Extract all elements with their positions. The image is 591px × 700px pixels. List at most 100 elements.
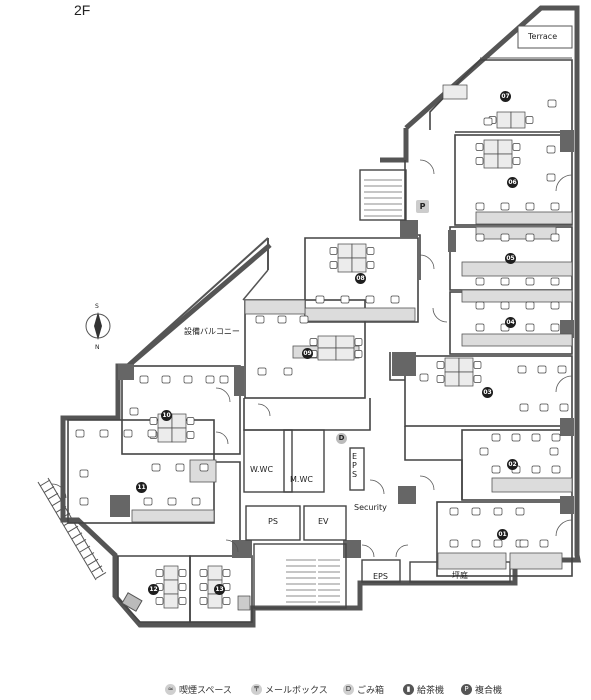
chair (155, 569, 164, 577)
room-number-12[interactable]: 12 (148, 584, 159, 595)
desk (496, 111, 512, 129)
room-number-06[interactable]: 06 (507, 177, 518, 188)
chair (151, 463, 161, 472)
chair (436, 375, 445, 383)
chair (149, 417, 158, 425)
desk (163, 565, 179, 581)
chair (475, 323, 485, 332)
chair (299, 315, 309, 324)
desk (335, 335, 355, 349)
stair-step (71, 532, 83, 540)
chair (139, 375, 149, 384)
room-number-07[interactable]: 07 (500, 91, 511, 102)
ev-label: EV (318, 517, 329, 526)
legend-copier: P 複合機 (461, 683, 502, 696)
exterior-stairs (37, 477, 107, 581)
room-number-08[interactable]: 08 (355, 273, 366, 284)
stair-step (91, 565, 103, 573)
desk (207, 565, 223, 581)
chair (525, 277, 535, 286)
terrace (517, 25, 573, 49)
chair (475, 202, 485, 211)
chair (277, 315, 287, 324)
chair (419, 373, 429, 382)
mens-wc-label: M.WC (290, 475, 313, 484)
desk (337, 243, 353, 259)
room-number-10[interactable]: 10 (161, 410, 172, 421)
stair-step (39, 479, 51, 487)
room-number-01[interactable]: 01 (497, 529, 508, 540)
chair (199, 583, 208, 591)
chair (147, 429, 157, 438)
core (243, 169, 511, 609)
stair-step (55, 505, 67, 513)
chair (186, 431, 195, 439)
chair (473, 361, 482, 369)
desk (351, 243, 367, 259)
chair (512, 157, 521, 165)
chair (143, 497, 153, 506)
chair (329, 261, 338, 269)
chair (491, 465, 501, 474)
chair (517, 365, 527, 374)
desk (157, 427, 173, 443)
chair (257, 367, 267, 376)
copier-icon: P (461, 684, 472, 695)
stair-step (87, 558, 99, 566)
north-stairs (364, 179, 402, 217)
core-stairs (286, 559, 340, 603)
stair-step (47, 492, 59, 500)
compass-north: N (95, 344, 100, 351)
room-number-03[interactable]: 03 (482, 387, 493, 398)
compass-south: S (95, 303, 99, 310)
chair (199, 569, 208, 577)
ps-label: PS (268, 517, 278, 526)
chair (79, 469, 89, 478)
chair (340, 295, 350, 304)
desk (510, 111, 526, 129)
chair (205, 375, 215, 384)
sofa (121, 592, 143, 612)
compass (85, 312, 111, 340)
chair (519, 539, 529, 548)
engawa-label: 坪庭 (452, 571, 468, 580)
terrace-label: Terrace (528, 32, 558, 41)
chair (390, 295, 400, 304)
stair-step (75, 538, 87, 546)
chair (191, 497, 201, 506)
chair (500, 233, 510, 242)
doors (51, 159, 573, 558)
room-number-04[interactable]: 04 (505, 317, 516, 328)
chair (475, 277, 485, 286)
desk (444, 357, 460, 373)
chair (479, 447, 489, 456)
chair (557, 365, 567, 374)
stair-step (51, 499, 63, 507)
chair (167, 497, 177, 506)
chair (546, 145, 556, 154)
chair (283, 367, 293, 376)
room-number-02[interactable]: 02 (507, 459, 518, 470)
chair (449, 507, 459, 516)
chair (491, 433, 501, 442)
chair (471, 539, 481, 548)
room-number-11[interactable]: 11 (136, 482, 147, 493)
chair (550, 233, 560, 242)
room-number-13[interactable]: 13 (214, 584, 225, 595)
chair (471, 507, 481, 516)
security-label: Security (354, 503, 387, 512)
outer-walls (60, 5, 582, 628)
womens-wc-label: W.WC (250, 465, 274, 474)
chair (546, 173, 556, 182)
chair (500, 277, 510, 286)
chair (309, 338, 318, 346)
copier-icon: P (416, 200, 429, 213)
stair-step (79, 545, 91, 553)
chair (547, 99, 557, 108)
room-number-05[interactable]: 05 (505, 253, 516, 264)
desk (458, 357, 474, 373)
stair-step (43, 486, 55, 494)
room-number-09[interactable]: 09 (302, 348, 313, 359)
chair (155, 597, 164, 605)
